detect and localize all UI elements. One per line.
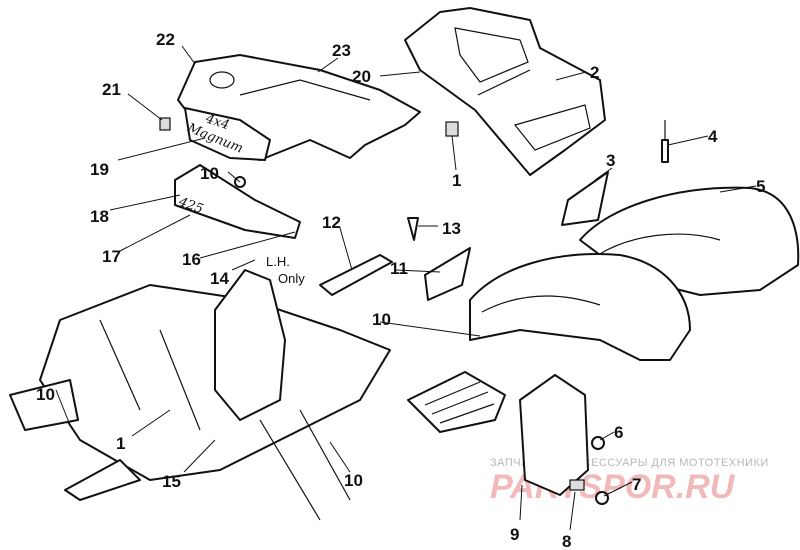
lh-only-note: L.H. Only	[266, 254, 305, 286]
inner-panel-part-11	[424, 247, 471, 301]
clip-part-21	[159, 117, 171, 131]
callouts: 22 23 20 2 21 19 10 1 3 4 5 18 13 12 17 …	[36, 30, 765, 550]
callout-2: 2	[590, 63, 599, 82]
clip-part-1	[445, 121, 459, 137]
nut-part-8	[569, 479, 585, 491]
decal-4x4: 4x4	[203, 111, 231, 133]
callout-4: 4	[708, 127, 718, 146]
callout-1-bottom: 1	[116, 434, 125, 453]
callout-20: 20	[352, 67, 371, 86]
frame	[9, 269, 391, 521]
front-fender	[469, 253, 691, 361]
decal-panel-part-19: 4x4 Magnum	[184, 107, 271, 161]
callout-6: 6	[614, 423, 623, 442]
callout-10-mid: 10	[372, 310, 391, 329]
lower-front-panel-part-18: 425	[174, 164, 301, 239]
callout-12: 12	[322, 213, 341, 232]
callout-5: 5	[756, 177, 765, 196]
front-cab-part-2	[404, 7, 606, 176]
bracket-part-12	[319, 254, 393, 296]
callout-10-hood: 10	[200, 164, 219, 183]
callout-15: 15	[162, 472, 181, 491]
callout-10-bottom: 10	[344, 471, 363, 490]
callout-9: 9	[510, 525, 519, 544]
callout-11: 11	[390, 259, 408, 278]
callout-13: 13	[442, 219, 461, 238]
screw-part-13	[407, 217, 419, 241]
washer-part-7	[595, 491, 609, 505]
side-plate-part-9	[519, 374, 609, 505]
footrest	[407, 371, 506, 433]
callout-22: 22	[156, 30, 175, 49]
callout-7: 7	[632, 475, 641, 494]
splash-guard-part-3	[561, 171, 609, 226]
callout-17: 17	[102, 247, 121, 266]
antenna-part-4	[661, 139, 669, 163]
leader-lines	[55, 45, 757, 531]
callout-14: 14	[210, 269, 229, 288]
note-only: Only	[278, 271, 305, 286]
callout-18: 18	[90, 207, 109, 226]
callout-3: 3	[606, 151, 615, 170]
callout-19: 19	[90, 160, 109, 179]
callout-10-left: 10	[36, 385, 55, 404]
callout-8: 8	[562, 532, 571, 550]
callout-16: 16	[182, 250, 201, 269]
callout-23: 23	[332, 41, 351, 60]
note-lh: L.H.	[266, 254, 290, 269]
callout-1-top: 1	[452, 171, 461, 190]
callout-21: 21	[102, 80, 121, 99]
